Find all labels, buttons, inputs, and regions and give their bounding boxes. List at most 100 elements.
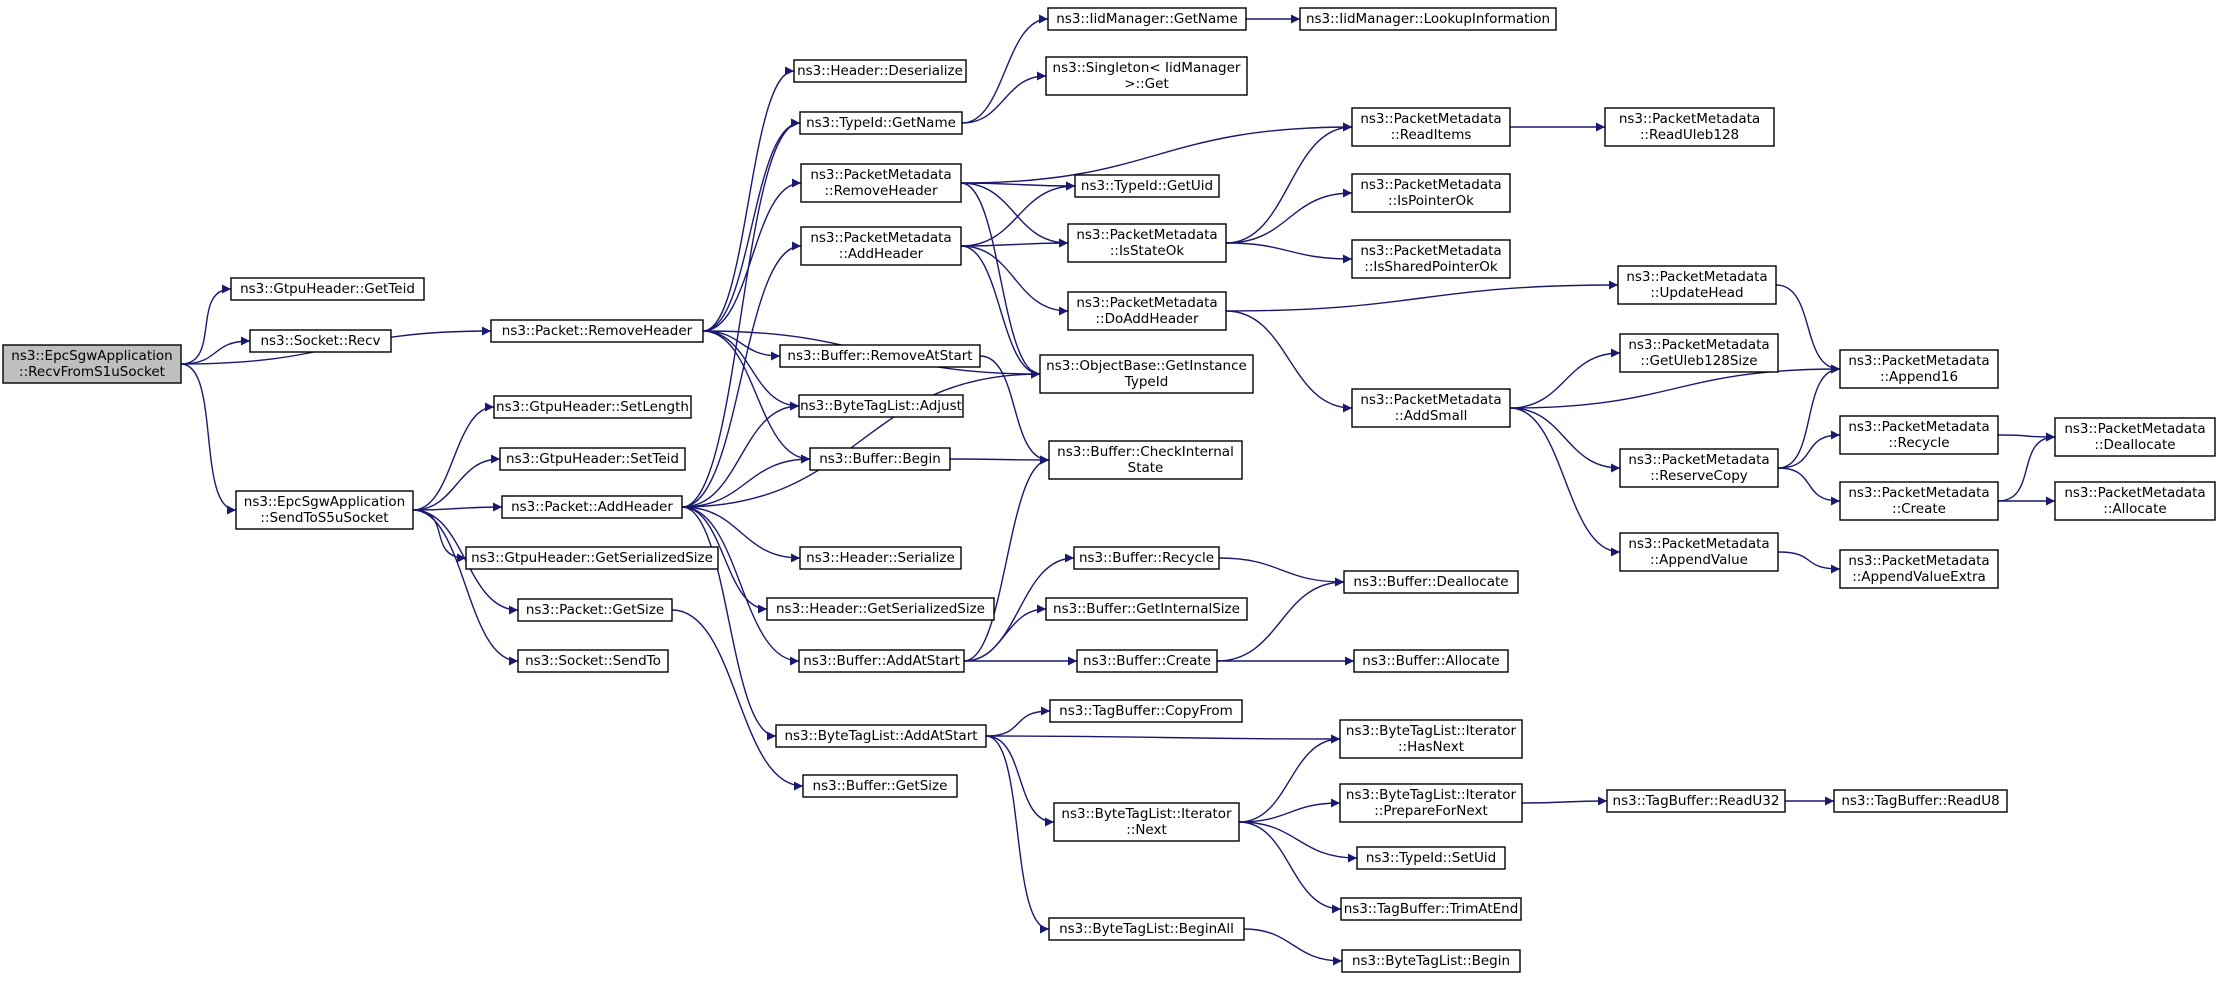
node-buf-deallocate[interactable]: ns3::Buffer::Deallocate: [1343, 570, 1519, 594]
node-buf-getsize[interactable]: ns3::Buffer::GetSize: [802, 774, 958, 798]
node-btli-hasnext[interactable]: ns3::ByteTagList::Iterator::HasNext: [1339, 719, 1523, 759]
node-box: [1617, 265, 1777, 305]
edge-pkt-addheader-to-typeid-getname: [681, 118, 801, 508]
node-label: ns3::Buffer::Deallocate: [1353, 574, 1508, 590]
node-buf-recycle[interactable]: ns3::Buffer::Recycle: [1073, 546, 1220, 570]
node-recv-s1u[interactable]: ns3::EpcSgwApplication::RecvFromS1uSocke…: [2, 344, 182, 384]
node-buf-removeatstart[interactable]: ns3::Buffer::RemoveAtStart: [779, 344, 981, 368]
node-pm-addsmall[interactable]: ns3::PacketMetadata::AddSmall: [1351, 388, 1511, 428]
node-gtpu-getteid[interactable]: ns3::GtpuHeader::GetTeid: [230, 277, 425, 301]
node-buf-allocate[interactable]: ns3::Buffer::Allocate: [1353, 649, 1509, 673]
node-buf-begin[interactable]: ns3::Buffer::Begin: [809, 447, 951, 471]
edge-pm-addsmall-to-pm-getuleb128size: [1509, 348, 1621, 409]
node-pm-append16[interactable]: ns3::PacketMetadata::Append16: [1839, 349, 1999, 389]
node-pm-create[interactable]: ns3::PacketMetadata::Create: [1839, 481, 1999, 521]
node-btli-preparefornext[interactable]: ns3::ByteTagList::Iterator::PrepareForNe…: [1339, 783, 1523, 823]
node-label: ::IsSharedPointerOk: [1364, 259, 1498, 275]
node-label: ns3::PacketMetadata: [1619, 111, 1760, 127]
node-pm-addheader[interactable]: ns3::PacketMetadata::AddHeader: [800, 226, 962, 266]
node-label: ::Append16: [1880, 369, 1958, 385]
node-box: [1351, 107, 1511, 147]
node-label: ns3::Packet::GetSize: [526, 602, 664, 618]
node-iid-lookupinfo[interactable]: ns3::IidManager::LookupInformation: [1299, 7, 1557, 31]
node-label: ns3::TypeId::GetName: [806, 115, 956, 131]
node-box: [1839, 549, 1999, 589]
node-pm-issharedpointerok[interactable]: ns3::PacketMetadata::IsSharedPointerOk: [1351, 239, 1511, 279]
node-pkt-removeheader[interactable]: ns3::Packet::RemoveHeader: [490, 319, 704, 343]
node-pm-ispointerok[interactable]: ns3::PacketMetadata::IsPointerOk: [1351, 173, 1511, 213]
node-tb-readu32[interactable]: ns3::TagBuffer::ReadU32: [1606, 789, 1786, 813]
node-btl-begin[interactable]: ns3::ByteTagList::Begin: [1341, 949, 1521, 973]
node-gtpu-getsersize[interactable]: ns3::GtpuHeader::GetSerializedSize: [465, 546, 719, 570]
node-btl-adjust[interactable]: ns3::ByteTagList::Adjust: [798, 394, 964, 418]
edge-pkt-removeheader-to-pm-removeheader: [702, 178, 802, 332]
node-label: ns3::ByteTagList::Iterator: [1346, 723, 1517, 739]
node-pm-deallocate[interactable]: ns3::PacketMetadata::Deallocate: [2054, 417, 2216, 457]
node-btl-beginall[interactable]: ns3::ByteTagList::BeginAll: [1048, 917, 1245, 941]
node-label: ::GetUleb128Size: [1640, 353, 1757, 369]
node-box: [1045, 56, 1248, 96]
node-label: ns3::Buffer::Begin: [819, 451, 941, 467]
node-tb-trimatend[interactable]: ns3::TagBuffer::TrimAtEnd: [1340, 897, 1522, 921]
node-gtpu-setteid[interactable]: ns3::GtpuHeader::SetTeid: [499, 447, 686, 471]
node-gtpu-setlength[interactable]: ns3::GtpuHeader::SetLength: [493, 395, 692, 419]
node-box: [1049, 699, 1243, 723]
node-pm-removeheader[interactable]: ns3::PacketMetadata::RemoveHeader: [800, 163, 962, 203]
node-singleton-get[interactable]: ns3::Singleton< IidManager >::Get: [1045, 56, 1248, 96]
node-btli-next[interactable]: ns3::ByteTagList::Iterator::Next: [1053, 802, 1240, 842]
node-label: ::AppendValueExtra: [1852, 569, 1986, 585]
node-pm-isstateok[interactable]: ns3::PacketMetadata::IsStateOk: [1067, 223, 1227, 263]
node-label: ns3::ObjectBase::GetInstance: [1046, 358, 1247, 374]
node-pm-reservecopy[interactable]: ns3::PacketMetadata::ReserveCopy: [1619, 448, 1779, 488]
node-label: ::DoAddHeader: [1095, 311, 1198, 327]
node-typeid-getname[interactable]: ns3::TypeId::GetName: [799, 111, 963, 135]
node-pm-readitems[interactable]: ns3::PacketMetadata::ReadItems: [1351, 107, 1511, 147]
node-box: [1839, 349, 1999, 389]
node-pm-doaddheader[interactable]: ns3::PacketMetadata::DoAddHeader: [1067, 291, 1227, 331]
node-label: ns3::TypeId::GetUid: [1081, 178, 1213, 194]
node-buf-create[interactable]: ns3::Buffer::Create: [1076, 649, 1218, 673]
node-pkt-addheader[interactable]: ns3::Packet::AddHeader: [501, 495, 683, 519]
node-typeid-setuid[interactable]: ns3::TypeId::SetUid: [1356, 846, 1506, 870]
node-label: ns3::PacketMetadata: [1360, 111, 1501, 127]
node-label: ns3::IidManager::GetName: [1056, 11, 1238, 27]
node-box: [1039, 354, 1254, 394]
edge-send-s5u-to-gtpu-getsersize: [412, 509, 467, 563]
node-box: [2054, 417, 2216, 457]
node-pm-allocate[interactable]: ns3::PacketMetadata::Allocate: [2054, 481, 2216, 521]
node-pm-updatehead[interactable]: ns3::PacketMetadata::UpdateHead: [1617, 265, 1777, 305]
node-typeid-getuid[interactable]: ns3::TypeId::GetUid: [1074, 174, 1220, 198]
edge-pkt-getsize-to-buf-getsize: [671, 609, 804, 791]
node-label: ns3::Buffer::GetInternalSize: [1053, 601, 1240, 617]
node-label: ns3::Socket::SendTo: [525, 653, 661, 669]
node-iid-getname[interactable]: ns3::IidManager::GetName: [1047, 7, 1247, 31]
node-label: ns3::Packet::AddHeader: [511, 499, 673, 515]
node-box: [1067, 223, 1227, 263]
node-label: ns3::PacketMetadata: [1360, 392, 1501, 408]
node-label: ns3::EpcSgwApplication: [244, 494, 405, 510]
node-hdr-serialize[interactable]: ns3::Header::Serialize: [799, 546, 962, 570]
edge-pm-addheader-to-typeid-getuid: [960, 181, 1076, 247]
node-buf-addatstart[interactable]: ns3::Buffer::AddAtStart: [798, 649, 965, 673]
edge-send-s5u-to-pkt-addheader: [412, 502, 503, 512]
node-socket-recv[interactable]: ns3::Socket::Recv: [249, 329, 392, 353]
node-label: ns3::ByteTagList::Iterator: [1061, 806, 1232, 822]
node-pkt-getsize[interactable]: ns3::Packet::GetSize: [517, 598, 673, 622]
node-pm-appendvalue[interactable]: ns3::PacketMetadata::AppendValue: [1619, 532, 1779, 572]
node-buf-getinternalsize[interactable]: ns3::Buffer::GetInternalSize: [1045, 597, 1248, 621]
node-send-s5u[interactable]: ns3::EpcSgwApplication::SendToS5uSocket: [235, 490, 414, 530]
edge-pm-create-to-pm-deallocate: [1997, 432, 2056, 502]
node-btl-addatstart[interactable]: ns3::ByteTagList::AddAtStart: [775, 724, 987, 748]
node-hdr-deserialize[interactable]: ns3::Header::Deserialize: [793, 59, 967, 83]
node-pm-recycle[interactable]: ns3::PacketMetadata::Recycle: [1839, 415, 1999, 455]
node-pm-appendvalueextra[interactable]: ns3::PacketMetadata::AppendValueExtra: [1839, 549, 1999, 589]
node-hdr-getsersize[interactable]: ns3::Header::GetSerializedSize: [766, 597, 995, 621]
node-socket-sendto[interactable]: ns3::Socket::SendTo: [517, 649, 669, 673]
node-pm-readuleb128[interactable]: ns3::PacketMetadata::ReadUleb128: [1604, 107, 1775, 147]
node-tb-copyfrom[interactable]: ns3::TagBuffer::CopyFrom: [1049, 699, 1243, 723]
node-pm-getuleb128size[interactable]: ns3::PacketMetadata::GetUleb128Size: [1619, 333, 1779, 373]
node-tb-readu8[interactable]: ns3::TagBuffer::ReadU8: [1833, 789, 2008, 813]
node-label: ::HasNext: [1398, 739, 1464, 755]
